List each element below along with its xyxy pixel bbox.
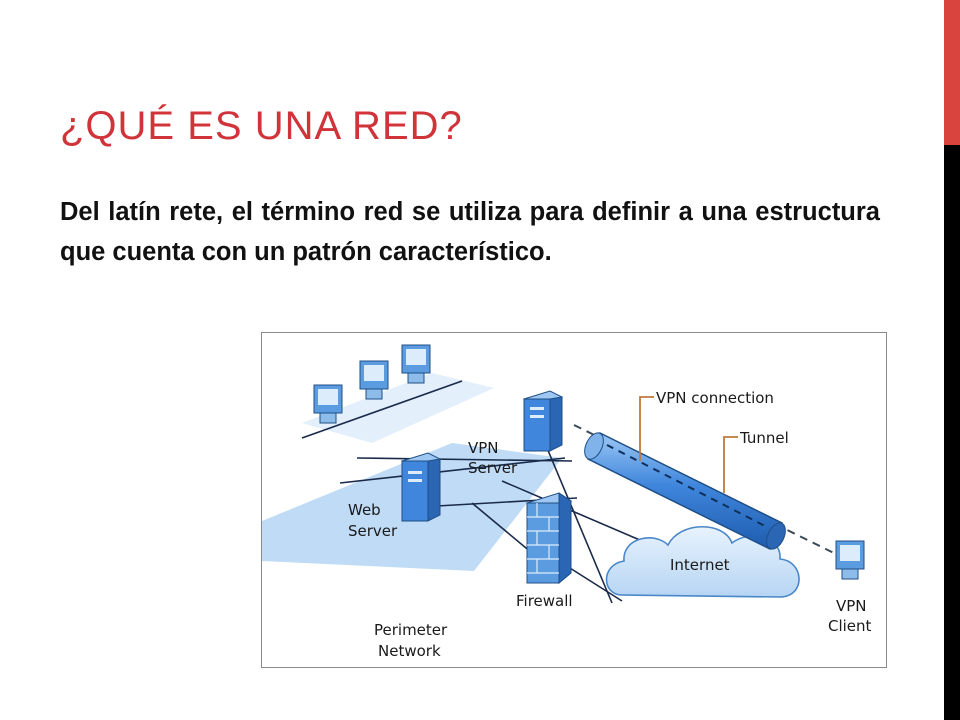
- computer-icon: [359, 360, 389, 400]
- label-firewall: Firewall: [516, 592, 573, 610]
- label-vpn-server-line1: VPN: [468, 439, 499, 457]
- vpn-server-icon: [522, 390, 564, 452]
- vpn-client-computer-icon: [835, 540, 865, 580]
- internal-network-plane: [302, 373, 494, 443]
- computer-icon: [313, 384, 343, 424]
- network-diagram: VPN connection Tunnel VPN Server Web Ser…: [261, 332, 887, 668]
- label-vpn-client-line2: Client: [828, 617, 872, 635]
- web-server-icon: [400, 452, 442, 522]
- side-accent-bar-black: [944, 145, 960, 720]
- callout-lines: [639, 396, 738, 493]
- label-vpn-client-line1: VPN: [836, 597, 867, 615]
- label-vpn-connection: VPN connection: [656, 389, 774, 407]
- label-internet: Internet: [670, 556, 730, 574]
- label-perimeter-line2: Network: [378, 642, 441, 660]
- internet-cloud: [605, 525, 800, 598]
- label-vpn-server-line2: Server: [468, 459, 518, 477]
- label-web-server-line2: Server: [348, 522, 398, 540]
- slide-body-text: Del latín rete, el término red se utiliz…: [60, 198, 880, 266]
- internal-computers: [313, 344, 431, 424]
- firewall-icon: [525, 492, 573, 585]
- computer-icon: [401, 344, 431, 384]
- label-tunnel: Tunnel: [739, 429, 789, 447]
- side-accent-bar-red: [944, 0, 960, 145]
- label-perimeter-line1: Perimeter: [374, 621, 448, 639]
- label-web-server-line1: Web: [348, 501, 381, 519]
- slide-title: ¿Qué es una red?: [60, 104, 463, 148]
- vpn-tunnel: [573, 424, 843, 558]
